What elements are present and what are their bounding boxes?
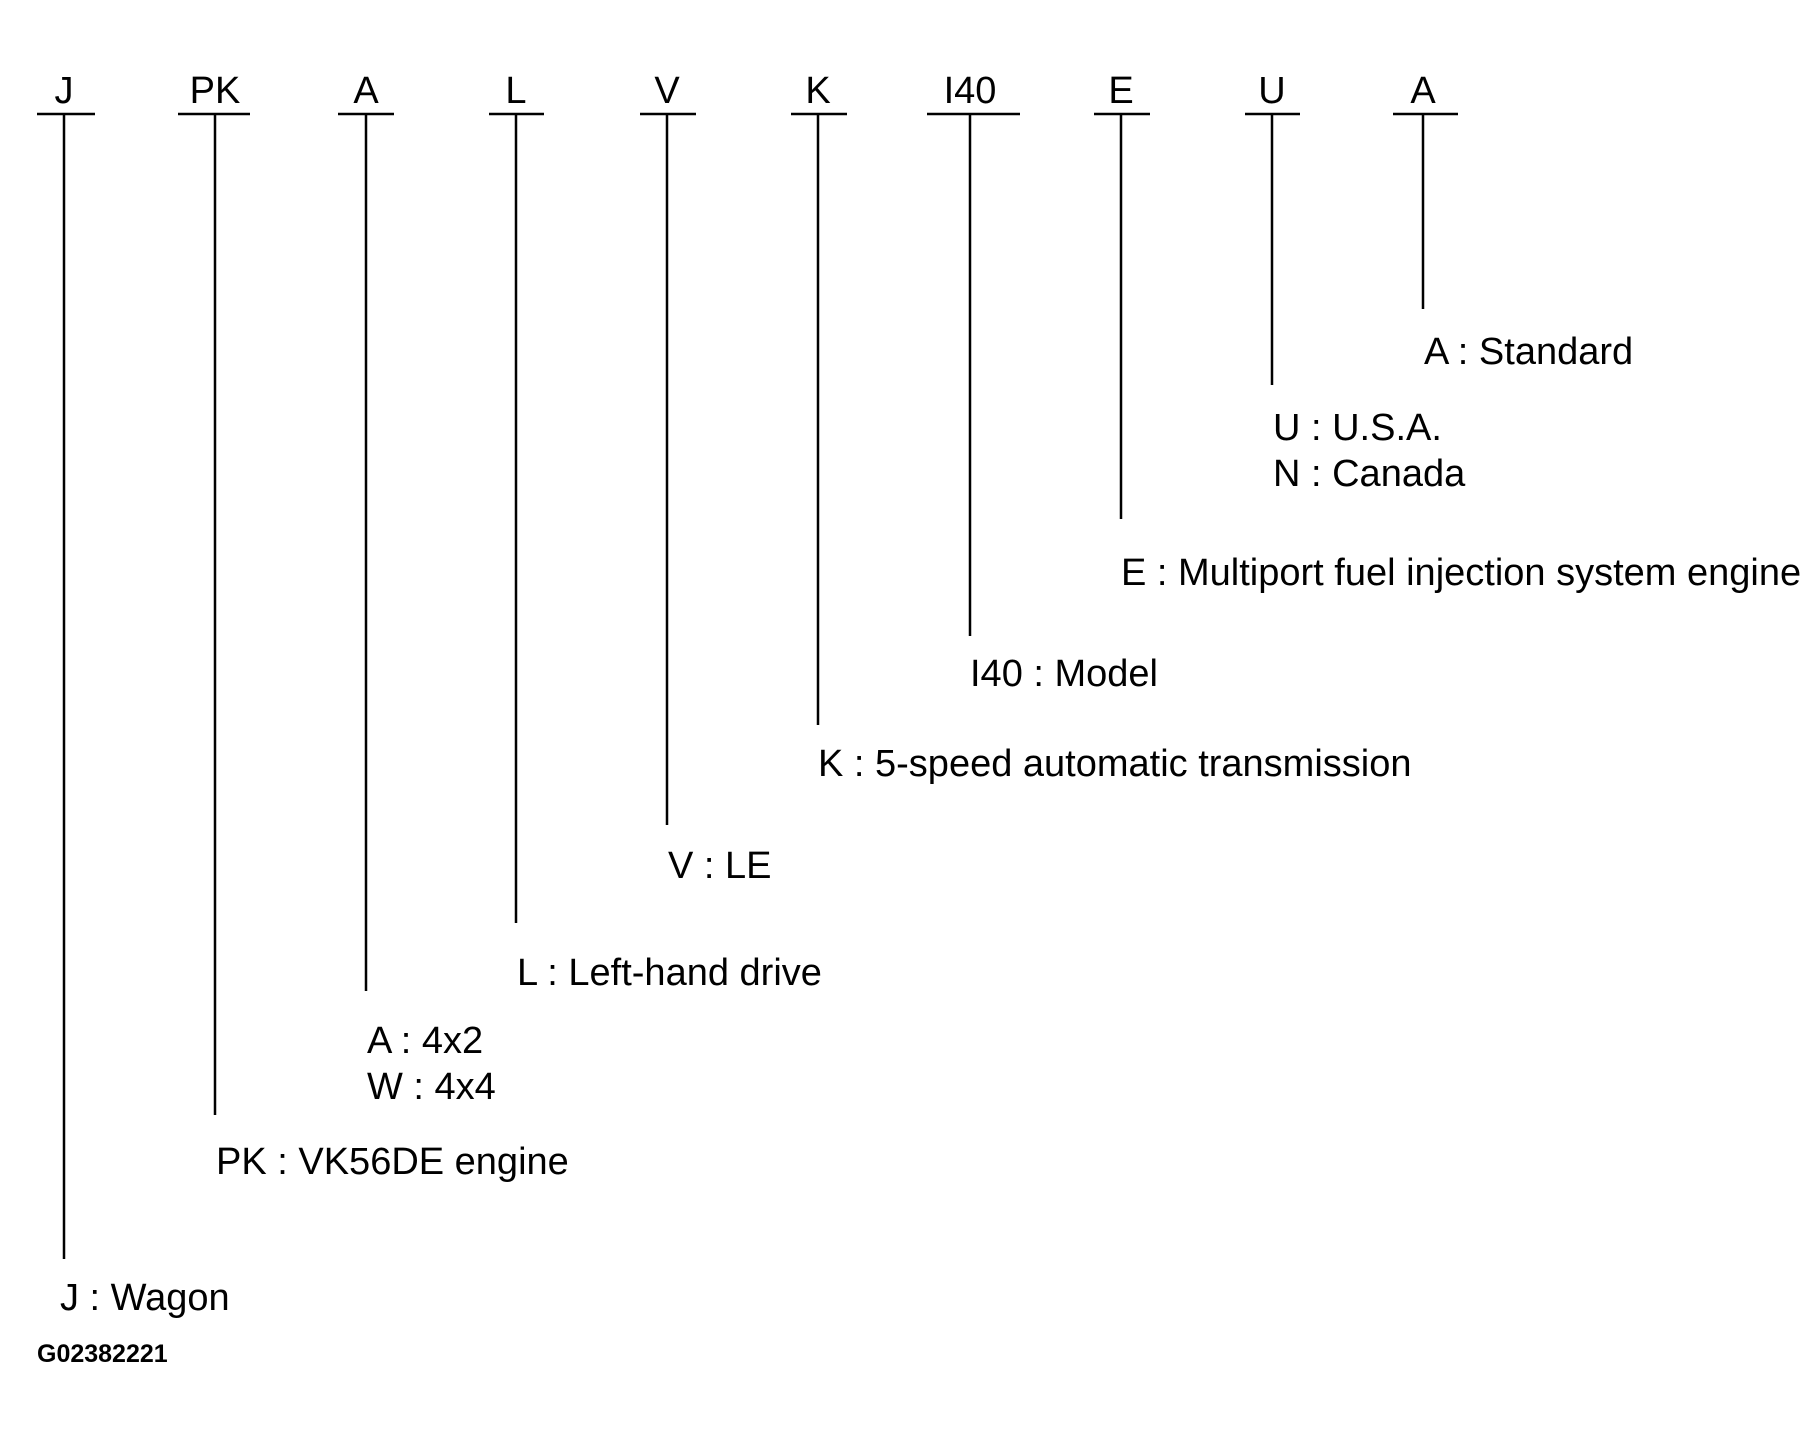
- code-letter: A: [1410, 70, 1436, 112]
- segment-j: J J : Wagon: [37, 70, 230, 1319]
- code-letter: E: [1108, 70, 1133, 112]
- code-letter: K: [805, 70, 830, 112]
- description-text: I40 : Model: [970, 653, 1158, 695]
- code-letter: L: [505, 70, 526, 112]
- segment-l: L L : Left-hand drive: [489, 70, 822, 994]
- segment-u: U U : U.S.A. N : Canada: [1245, 70, 1466, 495]
- segment-v: V V : LE: [640, 70, 772, 887]
- description-text: V : LE: [668, 845, 772, 887]
- description-text: W : 4x4: [367, 1066, 496, 1108]
- code-letter: J: [55, 70, 74, 112]
- code-letter: U: [1258, 70, 1285, 112]
- code-letter: V: [654, 70, 680, 112]
- segment-k: K K : 5-speed automatic transmission: [791, 70, 1412, 785]
- segment-a-drive: A A : 4x2 W : 4x4: [338, 70, 496, 1108]
- code-letter: A: [353, 70, 379, 112]
- description-text: K : 5-speed automatic transmission: [818, 743, 1412, 785]
- code-letter: I40: [944, 70, 997, 112]
- figure-id: G02382221: [37, 1340, 168, 1368]
- description-text: N : Canada: [1273, 453, 1466, 495]
- code-letter: PK: [190, 70, 241, 112]
- segment-pk: PK PK : VK56DE engine: [178, 70, 569, 1183]
- description-text: U : U.S.A.: [1273, 407, 1442, 449]
- segment-i40: I40 I40 : Model: [927, 70, 1158, 695]
- description-text: J : Wagon: [60, 1277, 230, 1319]
- segment-e: E E : Multiport fuel injection system en…: [1094, 70, 1801, 594]
- description-text: A : 4x2: [367, 1020, 483, 1062]
- description-text: L : Left-hand drive: [517, 952, 822, 994]
- segment-a-standard: A A : Standard: [1393, 70, 1633, 373]
- description-text: E : Multiport fuel injection system engi…: [1121, 552, 1801, 594]
- description-text: PK : VK56DE engine: [216, 1141, 569, 1183]
- description-text: A : Standard: [1424, 331, 1633, 373]
